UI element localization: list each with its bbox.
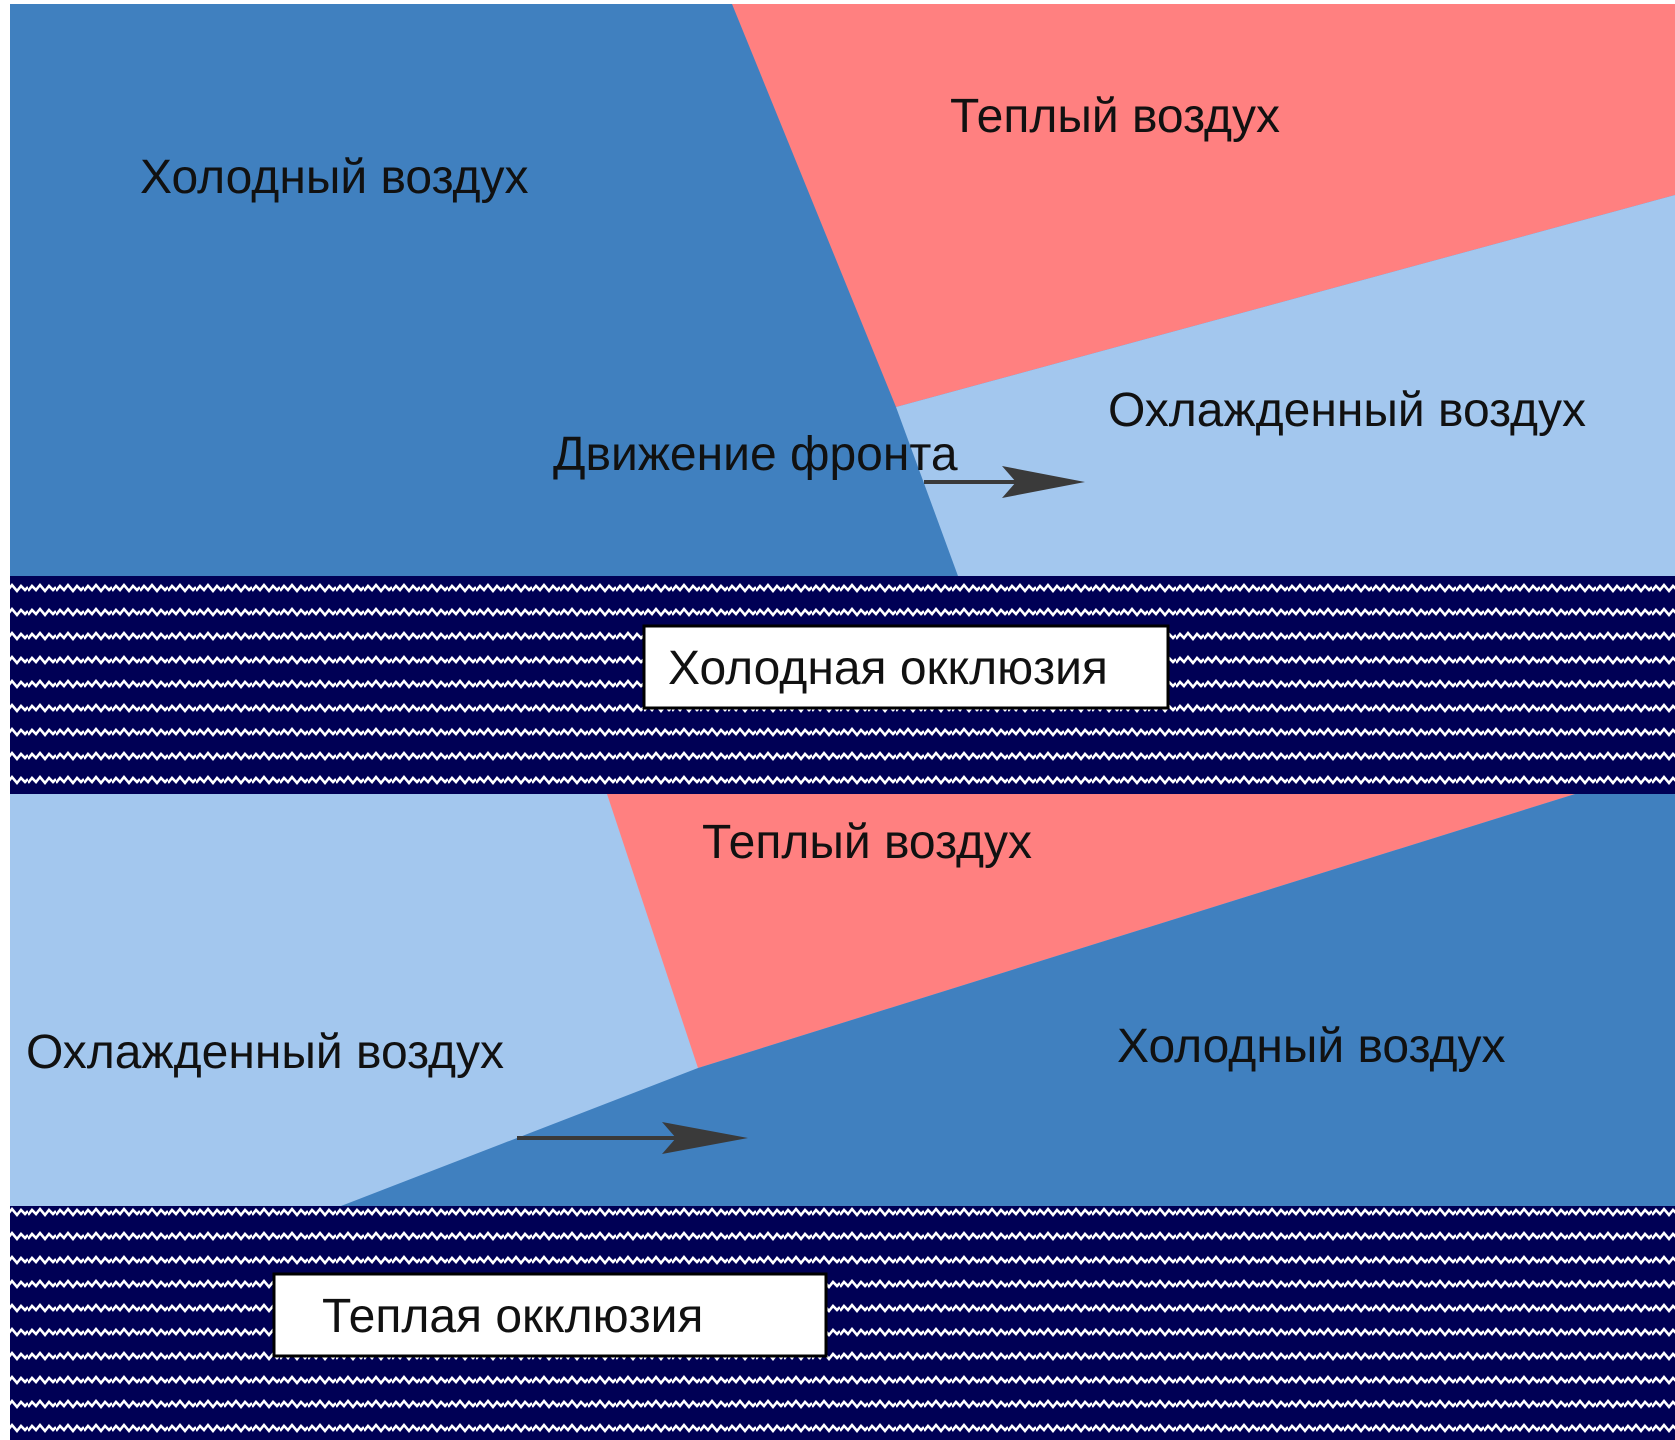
warm-occlusion-panel: Теплый воздух Охлажденный воздух Холодны… — [10, 794, 1675, 1440]
top-cooled-air-region — [896, 195, 1675, 576]
bottom-ground-band — [10, 1206, 1675, 1440]
front-motion-label: Движение фронта — [553, 428, 958, 481]
bottom-front-motion-arrow — [517, 1122, 748, 1154]
bottom-warm-air-region — [607, 794, 1575, 1068]
warm-occlusion-label: Теплая окклюзия — [322, 1290, 703, 1343]
cold-occlusion-panel: Холодный воздух Теплый воздух Охлажденны… — [10, 4, 1675, 794]
top-cold-air-label: Холодный воздух — [140, 151, 529, 204]
bottom-cold-air-region — [341, 794, 1675, 1206]
top-cooled-air-label: Охлажденный воздух — [1108, 384, 1586, 437]
cold-occlusion-label-box: Холодная окклюзия — [642, 624, 1170, 710]
bottom-warm-air-label: Теплый воздух — [702, 816, 1032, 869]
top-warm-air-region — [732, 4, 1675, 407]
bottom-cooled-air-label: Охлажденный воздух — [26, 1026, 504, 1079]
top-front-motion-arrow — [924, 466, 1085, 498]
warm-occlusion-label-box: Теплая окклюзия — [272, 1272, 828, 1358]
cold-occlusion-label: Холодная окклюзия — [668, 642, 1108, 695]
top-warm-air-label: Теплый воздух — [950, 90, 1280, 143]
bottom-cold-air-label: Холодный воздух — [1117, 1020, 1506, 1073]
